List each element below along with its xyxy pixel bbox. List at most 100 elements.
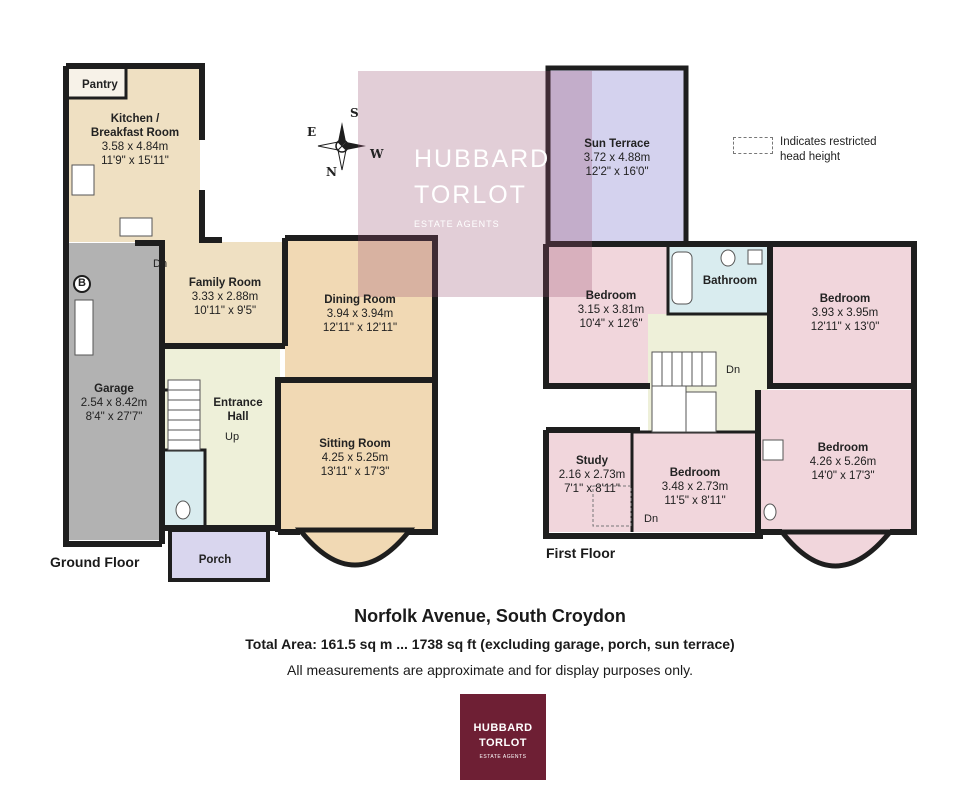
ground-floor-label: Ground Floor bbox=[50, 554, 140, 570]
first-floor-label: First Floor bbox=[546, 545, 616, 561]
room-label-bed3: Bedroom 3.48 x 2.73m 11'5" x 8'11" bbox=[640, 466, 750, 508]
room-label-study: Study 2.16 x 2.73m 7'1" x 8'11" bbox=[552, 454, 632, 496]
total-area: Total Area: 161.5 sq m ... 1738 sq ft (e… bbox=[245, 636, 735, 652]
bed3-name: Bedroom bbox=[669, 467, 721, 479]
first-walls bbox=[543, 241, 917, 539]
legend-line2: head height bbox=[780, 151, 841, 163]
wc-toilet-icon bbox=[175, 500, 191, 520]
bed3-fill bbox=[632, 432, 756, 532]
room-label-dining: Dining Room 3.94 x 3.94m 12'11" x 12'11" bbox=[305, 293, 415, 335]
restricted-area bbox=[592, 485, 632, 527]
first-stairs-down-label: Dn bbox=[726, 364, 741, 376]
watermark-line1: HUBBARD bbox=[414, 145, 551, 173]
first-stairs bbox=[651, 351, 717, 433]
room-label-porch: Porch bbox=[170, 553, 260, 567]
sitting-name: Sitting Room bbox=[319, 438, 391, 450]
room-label-entrance: Entrance Hall bbox=[200, 396, 276, 424]
family-imperial: 10'11" x 9'5" bbox=[193, 305, 257, 317]
legend-swatch bbox=[733, 137, 773, 154]
room-label-bed1: Bedroom 3.15 x 3.81m 10'4" x 12'6" bbox=[556, 289, 666, 331]
pantry-fill bbox=[68, 68, 126, 98]
study-metric: 2.16 x 2.73m bbox=[558, 469, 626, 481]
compass-north: N bbox=[326, 165, 337, 179]
bed4-bay bbox=[776, 529, 896, 569]
sitting-metric: 4.25 x 5.25m bbox=[321, 452, 389, 464]
sink-icon bbox=[119, 217, 153, 237]
logo-line2: TORLOT bbox=[478, 737, 527, 749]
agency-logo: HUBBARD TORLOT ESTATE AGENTS bbox=[460, 694, 546, 780]
dining-name: Dining Room bbox=[324, 294, 396, 306]
kitchen-metric: 3.58 x 4.84m bbox=[101, 141, 169, 153]
bed4-fill bbox=[760, 390, 912, 532]
bed1-name: Bedroom bbox=[585, 290, 637, 302]
logo-line1: HUBBARD bbox=[473, 722, 533, 734]
family-fill bbox=[160, 242, 285, 346]
disclaimer: All measurements are approximate and for… bbox=[287, 662, 693, 678]
bath-basin-icon bbox=[747, 249, 763, 265]
kitchen-name-2: Breakfast Room bbox=[90, 127, 180, 139]
watermark: HUBBARD TORLOT ESTATE AGENTS bbox=[358, 71, 592, 297]
property-address: Norfolk Avenue, South Croydon bbox=[354, 606, 626, 626]
bed4-metric: 4.26 x 5.26m bbox=[809, 456, 877, 468]
room-label-bath: Bathroom bbox=[690, 274, 770, 288]
study-name: Study bbox=[576, 455, 608, 467]
sitting-bay bbox=[294, 527, 416, 568]
bed4-imperial: 14'0" x 17'3" bbox=[811, 470, 875, 482]
stairs-down-label: Dn bbox=[153, 258, 168, 270]
legend-text: Indicates restricted head height bbox=[780, 135, 877, 165]
garage-imperial: 8'4" x 27'7" bbox=[85, 411, 143, 423]
room-label-garage: Garage 2.54 x 8.42m 8'4" x 27'7" bbox=[68, 382, 160, 424]
kitchen-imperial: 11'9" x 15'11" bbox=[101, 155, 169, 167]
garage-metric: 2.54 x 8.42m bbox=[80, 397, 148, 409]
room-label-bed4: Bedroom 4.26 x 5.26m 14'0" x 17'3" bbox=[788, 441, 898, 483]
sitting-imperial: 13'11" x 17'3" bbox=[320, 466, 390, 478]
dining-fill bbox=[285, 240, 433, 380]
kitchen-name-1: Kitchen / bbox=[110, 113, 160, 125]
garage-sink-icon bbox=[74, 299, 94, 356]
compass-east: E bbox=[307, 125, 317, 139]
bed1-imperial: 10'4" x 12'6" bbox=[579, 318, 643, 330]
bath-toilet-icon bbox=[720, 249, 736, 267]
study-stairs-down-label: Dn bbox=[644, 513, 659, 525]
sitting-fill bbox=[280, 380, 433, 530]
room-label-pantry: Pantry bbox=[82, 79, 118, 91]
logo-line3: ESTATE AGENTS bbox=[479, 754, 527, 760]
room-label-sitting: Sitting Room 4.25 x 5.25m 13'11" x 17'3" bbox=[300, 437, 410, 479]
dining-imperial: 12'11" x 12'11" bbox=[322, 322, 398, 334]
sun-name: Sun Terrace bbox=[584, 138, 650, 150]
room-label-kitchen: Kitchen / Breakfast Room 3.58 x 4.84m 11… bbox=[80, 112, 190, 168]
family-name: Family Room bbox=[188, 277, 262, 289]
sun-imperial: 12'2" x 16'0" bbox=[585, 166, 649, 178]
bed3-metric: 3.48 x 2.73m bbox=[661, 481, 729, 493]
study-imperial: 7'1" x 8'11" bbox=[564, 483, 620, 495]
room-label-sun: Sun Terrace 3.72 x 4.88m 12'2" x 16'0" bbox=[562, 137, 672, 179]
study-fill bbox=[548, 432, 632, 532]
bed4-name: Bedroom bbox=[817, 442, 869, 454]
entrance-name-2: Hall bbox=[227, 411, 249, 423]
bed2-metric: 3.93 x 3.95m bbox=[811, 307, 879, 319]
bed3-imperial: 11'5" x 8'11" bbox=[664, 495, 726, 507]
garage-name: Garage bbox=[94, 383, 134, 395]
entrance-name-1: Entrance bbox=[213, 397, 263, 409]
bed2-fill bbox=[770, 244, 912, 386]
dining-metric: 3.94 x 3.94m bbox=[326, 308, 394, 320]
watermark-line2: TORLOT bbox=[414, 181, 527, 209]
boiler-label: B bbox=[78, 277, 86, 289]
family-metric: 3.33 x 2.88m bbox=[191, 291, 259, 303]
shower-icon bbox=[762, 439, 784, 461]
ensuite-toilet-icon bbox=[763, 503, 777, 521]
ground-walls bbox=[63, 63, 438, 547]
porch-name: Porch bbox=[198, 554, 232, 566]
bed1-metric: 3.15 x 3.81m bbox=[577, 304, 645, 316]
legend-line1: Indicates restricted bbox=[780, 136, 877, 148]
floorplan-drawing bbox=[63, 63, 917, 582]
hob-icon bbox=[71, 164, 95, 196]
compass-west: W bbox=[370, 147, 384, 161]
ground-stairs bbox=[167, 379, 201, 451]
bed2-name: Bedroom bbox=[819, 293, 871, 305]
bath-name: Bathroom bbox=[702, 275, 758, 287]
room-label-family: Family Room 3.33 x 2.88m 10'11" x 9'5" bbox=[170, 276, 280, 318]
bed2-imperial: 12'11" x 13'0" bbox=[810, 321, 880, 333]
compass-south: S bbox=[350, 106, 359, 120]
